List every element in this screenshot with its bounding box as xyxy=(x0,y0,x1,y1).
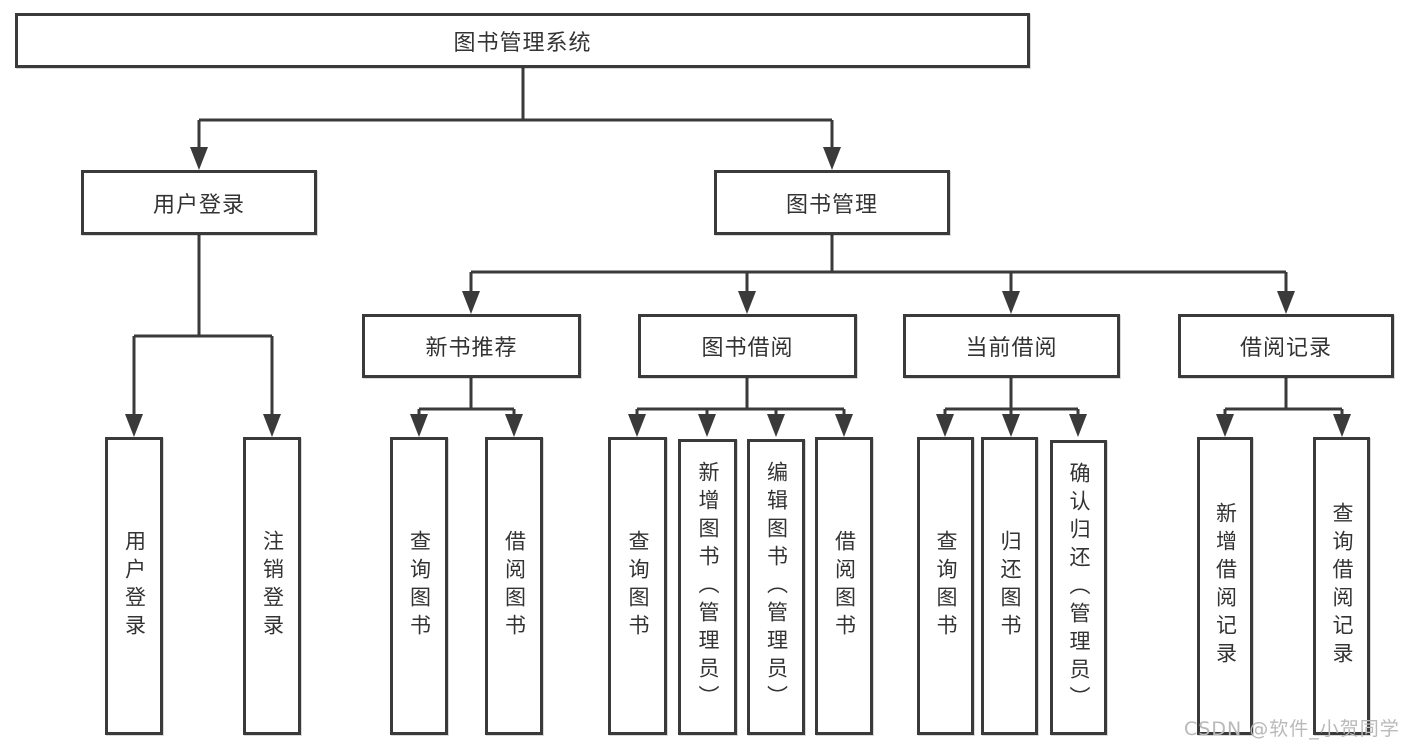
leaf-add-book-admin: 新增图书（管理员） xyxy=(678,439,737,735)
leaf-borrow-book-recommend: 借阅图书 xyxy=(485,437,543,735)
csdn-watermark: CSDN @软件_小贺同学 xyxy=(1184,718,1400,740)
leaf-label: 注销登录 xyxy=(260,530,285,642)
leaf-logout: 注销登录 xyxy=(243,437,301,735)
leaf-confirm-return-admin: 确认归还（管理员） xyxy=(1050,440,1107,735)
leaf-label: 归还图书 xyxy=(998,530,1023,642)
leaf-label: 查询图书 xyxy=(934,530,959,642)
leaf-label: 新增借阅记录 xyxy=(1213,502,1238,670)
leaf-edit-book-admin: 编辑图书（管理员） xyxy=(747,439,805,735)
node-borrow-record: 借阅记录 xyxy=(1178,314,1394,378)
leaf-add-borrow-record: 新增借阅记录 xyxy=(1197,437,1253,735)
leaf-label: 查询图书 xyxy=(407,530,432,642)
leaf-label: 新增图书（管理员） xyxy=(696,461,721,713)
node-new-book-recommend: 新书推荐 xyxy=(362,314,581,378)
node-library-management-system: 图书管理系统 xyxy=(15,13,1030,68)
leaf-label: 用户登录 xyxy=(122,530,147,642)
leaf-query-book-borrow: 查询图书 xyxy=(608,437,667,735)
node-current-borrow: 当前借阅 xyxy=(903,314,1120,378)
node-book-management: 图书管理 xyxy=(714,170,950,235)
leaf-query-book-recommend: 查询图书 xyxy=(390,437,448,735)
leaf-label: 借阅图书 xyxy=(832,530,857,642)
leaf-query-borrow-record: 查询借阅记录 xyxy=(1313,437,1370,735)
leaf-borrow-book: 借阅图书 xyxy=(815,437,873,735)
leaf-query-book-current: 查询图书 xyxy=(917,437,974,735)
leaf-label: 借阅图书 xyxy=(502,530,527,642)
node-book-borrow: 图书借阅 xyxy=(638,314,857,378)
leaf-user-login: 用户登录 xyxy=(105,437,163,735)
leaf-label: 查询图书 xyxy=(626,530,651,642)
leaf-label: 编辑图书（管理员） xyxy=(764,461,789,713)
leaf-label: 确认归还（管理员） xyxy=(1067,461,1092,714)
node-user-login: 用户登录 xyxy=(81,170,317,235)
leaf-return-book: 归还图书 xyxy=(981,437,1038,735)
leaf-label: 查询借阅记录 xyxy=(1330,502,1355,670)
